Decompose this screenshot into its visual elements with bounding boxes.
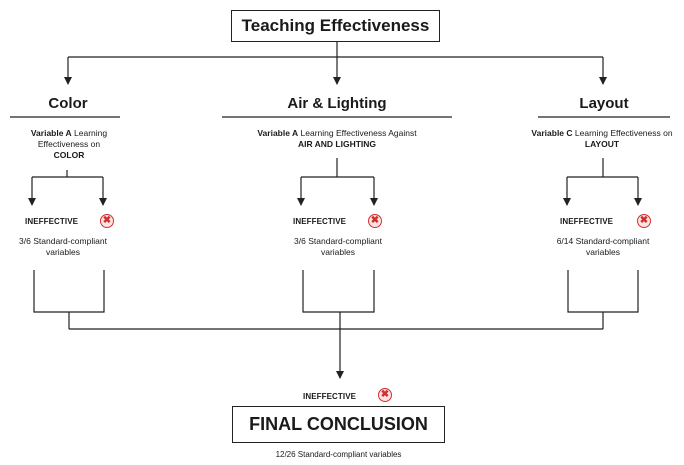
subject-label: COLOR (53, 150, 85, 160)
description-text: Learning Effectiveness on (574, 128, 673, 138)
status-label: INEFFECTIVE (25, 217, 79, 226)
variable-label: Variable A (257, 128, 299, 138)
subject-label: LAYOUT (584, 139, 620, 149)
subject-label: AIR AND LIGHTING (297, 139, 377, 149)
count-line: variables (320, 247, 356, 257)
status-label: INEFFECTIVE (293, 217, 347, 226)
compliance-count-color: 3/6 Standard-compliant variables (8, 236, 118, 258)
count-line: 3/6 Standard-compliant (294, 236, 382, 246)
description-text: Learning Effectiveness Against (300, 128, 417, 138)
status-label: INEFFECTIVE (560, 217, 614, 226)
title-box: Teaching Effectiveness (231, 10, 440, 42)
variable-label: Variable A (30, 128, 72, 138)
branch-heading-air-lighting: Air & Lighting (287, 95, 387, 112)
compliance-count-air-lighting: 3/6 Standard-compliant variables (278, 236, 398, 258)
x-circle-icon: ✖ (368, 214, 382, 228)
branch-description-air-lighting: Variable A Learning Effectiveness Agains… (218, 128, 456, 150)
final-compliance-count: 12/26 Standard-compliant variables (275, 450, 402, 459)
description-text: Learning Effectiveness on (37, 128, 108, 149)
variable-label: Variable C (531, 128, 573, 138)
branch-heading-layout: Layout (579, 95, 629, 112)
final-conclusion-box: FINAL CONCLUSION (232, 406, 445, 443)
x-circle-icon: ✖ (637, 214, 651, 228)
compliance-count-layout: 6/14 Standard-compliant variables (543, 236, 663, 258)
x-circle-icon: ✖ (100, 214, 114, 228)
branch-description-layout: Variable C Learning Effectiveness on LAY… (512, 128, 684, 150)
branch-heading-color: Color (48, 95, 88, 112)
x-circle-icon: ✖ (378, 388, 392, 402)
count-line: variables (585, 247, 621, 257)
count-line: 3/6 Standard-compliant (19, 236, 107, 246)
count-line: 6/14 Standard-compliant (556, 236, 650, 246)
branch-description-color: Variable A Learning Effectiveness on COL… (14, 128, 124, 161)
count-line: variables (45, 247, 81, 257)
final-status-label: INEFFECTIVE (303, 392, 357, 401)
